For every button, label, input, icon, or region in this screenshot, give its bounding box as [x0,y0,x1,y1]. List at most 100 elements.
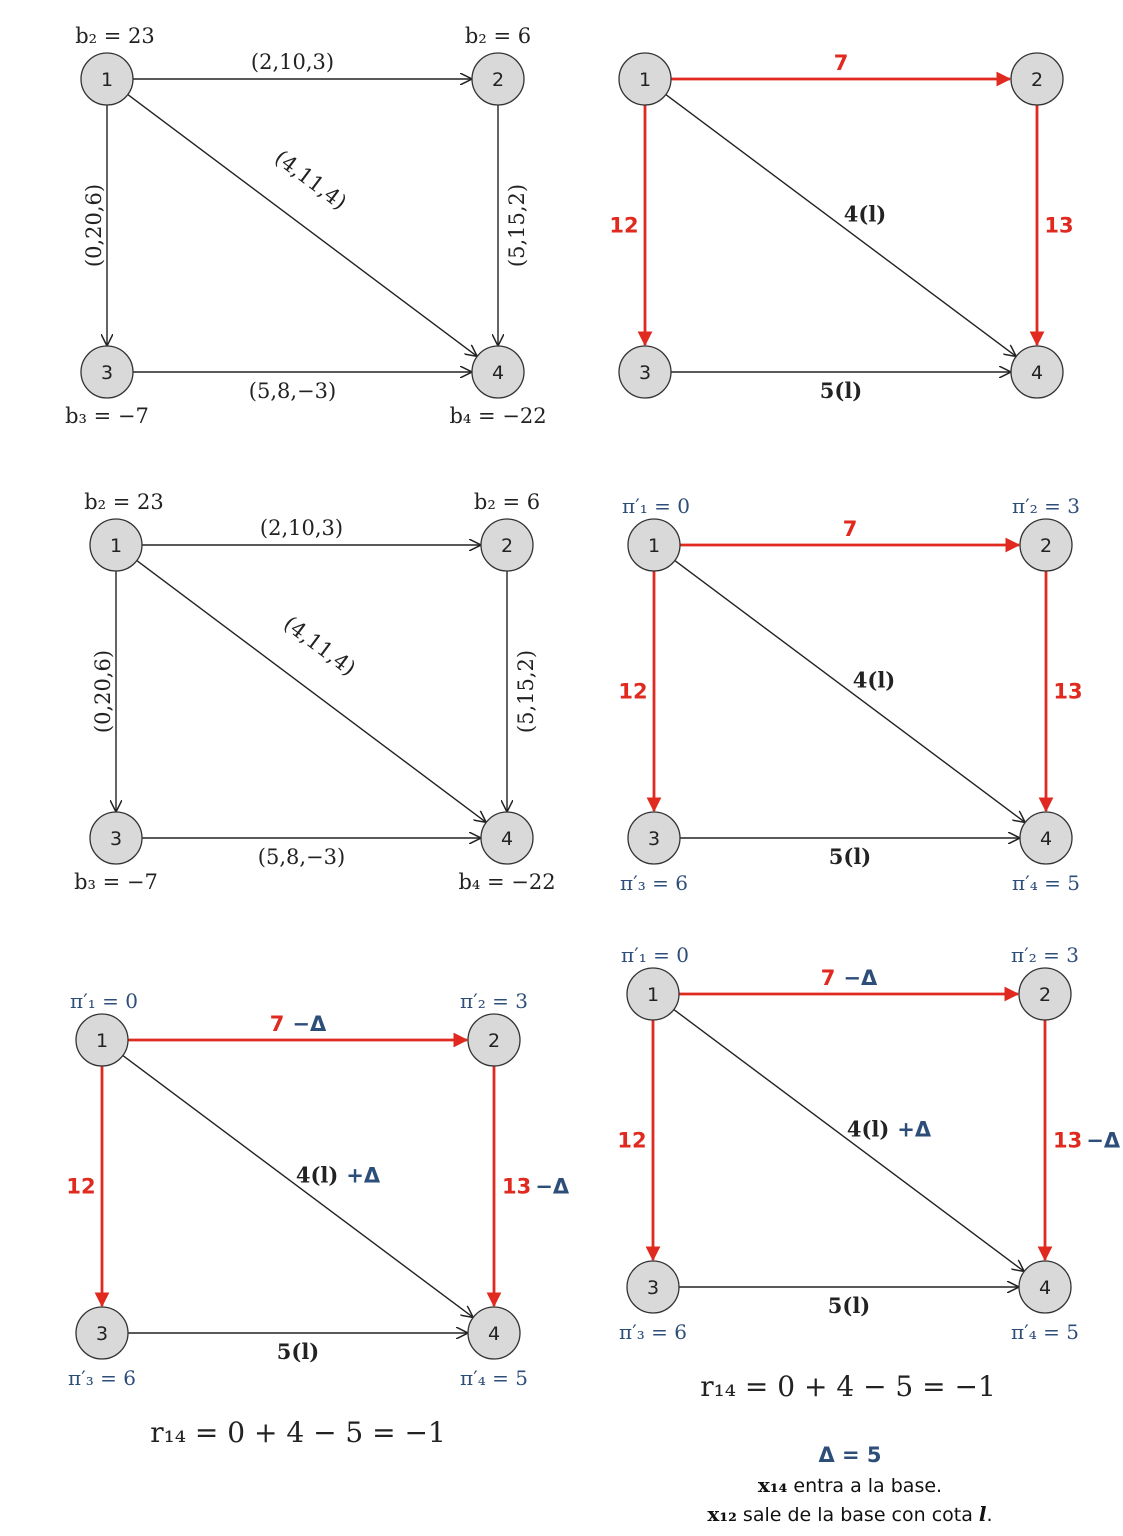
potential-node-4: π′₄ = 5 [460,1366,528,1390]
node-2: 2 [467,1013,521,1067]
node-circle [467,1306,521,1360]
node-3: 3 [626,1260,680,1314]
reduced-cost-right: r₁₄ = 0 + 4 − 5 = −1 [700,1370,996,1403]
edge-label-3-4: (5,8,−3) [249,379,336,403]
node-3: 3 [618,345,672,399]
node-circle [480,518,534,572]
edge-label-1-3: (0,20,6) [91,650,115,733]
node-label: 4 [1040,828,1052,850]
node-circle [626,1260,680,1314]
node-4: 4 [1010,345,1064,399]
node-label: 1 [96,1030,108,1052]
node-label: 1 [648,535,660,557]
supply-node-3: b₃ = −7 [65,404,149,428]
node-4: 4 [467,1306,521,1360]
edge-label-3-4: (5,8,−3) [258,845,345,869]
edge-label-1-4: (4,11,4) [270,145,351,214]
node-2: 2 [1010,52,1064,106]
node-1: 1 [75,1013,129,1067]
node-1: 1 [618,52,672,106]
node-circle [80,52,134,106]
edge-label-2-4: (5,15,2) [505,184,529,267]
node-4: 4 [1018,1260,1072,1314]
flow-label-2-4: 13 [1053,680,1082,704]
edge-label-1-3: (0,20,6) [82,184,106,267]
node-1: 1 [80,52,134,106]
node-label: 3 [639,362,651,384]
potential-node-2: π′₂ = 3 [1011,943,1079,967]
supply-node-4: b₄ = −22 [458,870,555,894]
node-label: 3 [648,828,660,850]
node-circle [627,518,681,572]
potential-node-2: π′₂ = 3 [460,989,528,1013]
flow-label-3-4: 5(l) [828,1293,870,1318]
node-2: 2 [1018,967,1072,1021]
node-circle [471,52,525,106]
flow-label-1-3: 12 [617,1129,646,1153]
node-4: 4 [471,345,525,399]
edge-1-4 [665,94,1016,356]
supply-node-1: b₂ = 23 [75,24,155,48]
node-circle [1010,52,1064,106]
node-circle [75,1306,129,1360]
flow-label-3-4: 5(l) [277,1339,319,1364]
potential-node-3: π′₃ = 6 [620,871,688,895]
flow-label-1-2: 7−Δ [270,1012,327,1036]
flow-label-1-3: 12 [609,214,638,238]
node-2: 2 [1019,518,1073,572]
node-circle [89,518,143,572]
flow-label-3-4: 5(l) [820,378,862,403]
flow-label-1-2: 7 [834,51,849,75]
node-circle [1010,345,1064,399]
edge-label-2-4: (5,15,2) [514,650,538,733]
node-circle [1018,967,1072,1021]
potential-node-1: π′₁ = 0 [622,494,690,518]
node-label: 1 [110,535,122,557]
node-label: 3 [96,1323,108,1345]
node-label: 1 [639,69,651,91]
node-1: 1 [627,518,681,572]
flow-label-2-4: 13−Δ [1053,1129,1121,1153]
node-circle [1019,811,1073,865]
reduced-cost-left: r₁₄ = 0 + 4 − 5 = −1 [150,1416,446,1449]
supply-node-2: b₂ = 6 [474,490,540,514]
node-label: 2 [1039,984,1051,1006]
node-circle [75,1013,129,1067]
supply-node-3: b₃ = −7 [74,870,158,894]
edge-1-4 [136,560,486,822]
node-label: 2 [1040,535,1052,557]
node-label: 4 [501,828,513,850]
node-3: 3 [80,345,134,399]
node-3: 3 [627,811,681,865]
flow-label-1-2: 7 [843,517,858,541]
edge-label-1-2: (2,10,3) [251,50,334,74]
leaving-variable-note: x₁₂ sale de la base con cota l. [707,1502,992,1526]
potential-node-4: π′₄ = 5 [1012,871,1080,895]
flow-label-1-3: 12 [66,1175,95,1199]
flow-label-2-4: 13−Δ [502,1175,570,1199]
delta-value: Δ = 5 [818,1443,881,1467]
node-label: 1 [647,984,659,1006]
edge-1-4 [673,1009,1024,1271]
flow-label-3-4: 5(l) [829,844,871,869]
supply-node-4: b₄ = −22 [449,404,546,428]
potential-node-4: π′₄ = 5 [1011,1320,1079,1344]
node-1: 1 [626,967,680,1021]
node-label: 4 [492,362,504,384]
edge-1-4 [122,1055,473,1317]
edge-label-1-2: (2,10,3) [260,516,343,540]
node-label: 2 [501,535,513,557]
node-3: 3 [75,1306,129,1360]
flow-label-1-2: 7−Δ [821,966,878,990]
entering-variable-note: x₁₄ entra a la base. [758,1473,942,1497]
potential-node-3: π′₃ = 6 [619,1320,687,1344]
flow-label-1-3: 12 [618,680,647,704]
node-label: 3 [101,362,113,384]
